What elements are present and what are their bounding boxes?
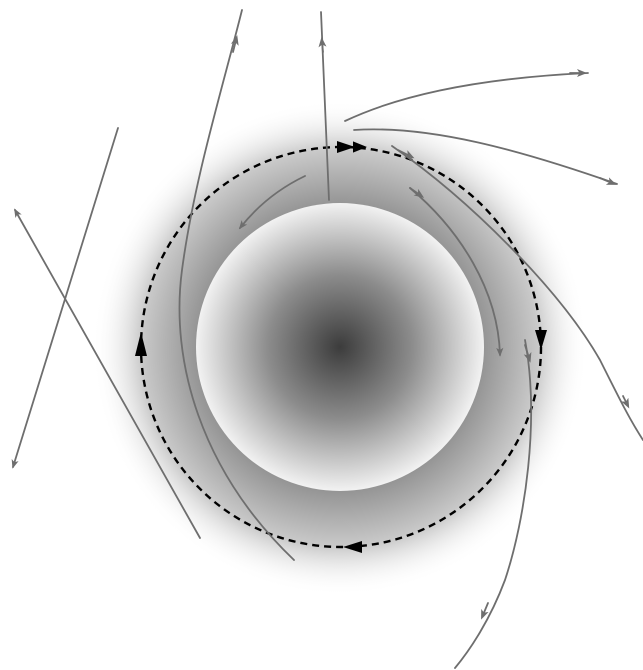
flow-line-right-outer-mid-arrow (623, 396, 627, 404)
flow-line-upper-right-2-arrow (600, 178, 612, 183)
flow-line-lower-right-mid-arrow (483, 603, 488, 615)
flow-line-core-up-arrow (322, 42, 323, 52)
core-sphere (196, 203, 484, 491)
